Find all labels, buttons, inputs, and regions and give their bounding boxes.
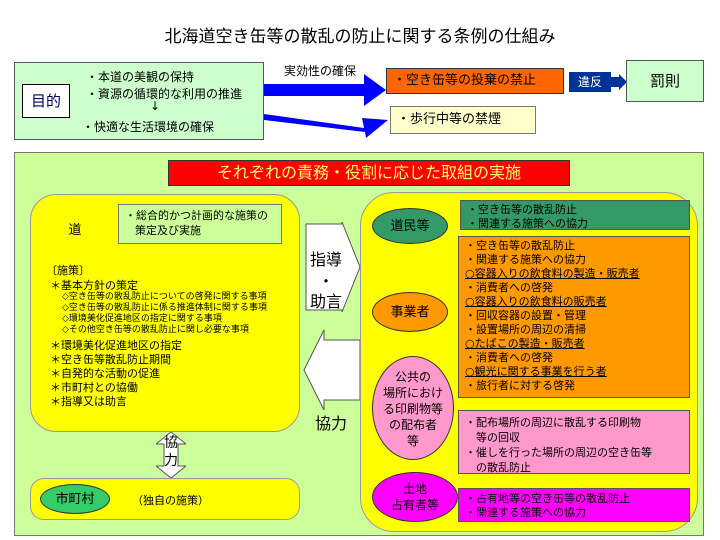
measure-item: ＊指導又は助言	[50, 395, 127, 408]
land-occupant-duties: ・占有地等の空き缶等の散乱防止 ・関連する施策への協力	[458, 488, 690, 522]
walking-smoking-box: ・歩行中等の禁煙	[390, 106, 536, 134]
prefecture-desc-line-1: ・総合的かつ計画的な施策の	[125, 209, 268, 222]
measure-item: ＊空き缶等散乱防止期間	[50, 353, 171, 366]
land-occupant-label-line: 占有者等	[390, 498, 439, 512]
distributor-label-line: る印刷物等	[382, 402, 443, 416]
cooperation-label: 協力	[314, 414, 347, 433]
distributor-duty: ・催しを行った場所の周辺の空き缶等	[465, 446, 652, 459]
business-category: ○観光に関する事業を行う者	[465, 365, 607, 378]
measure-subitem: ◇その他空き缶等の散乱防止に関し必要な事項	[62, 325, 249, 335]
distributor-label-line: の配布者	[388, 418, 437, 432]
business-duty: ・関連する施策への協力	[465, 253, 586, 266]
land-occupant-duty: ・関連する施策への協力	[465, 506, 586, 519]
measure-subitem: ◇空き缶等の散乱防止に係る推進体制に関する事項	[62, 303, 267, 313]
distributor-label-line: 場所におけ	[382, 386, 443, 400]
purpose-label: 目的	[22, 84, 70, 118]
municipality-desc: （独自の施策）	[132, 494, 209, 507]
distributor-label-line: 等	[406, 434, 419, 448]
land-occupant-duty: ・占有地等の空き缶等の散乱防止	[465, 492, 630, 505]
business-duty: ・設置場所の周辺の清掃	[465, 323, 586, 336]
business-category: ○容器入りの飲食料の販売者	[465, 295, 607, 308]
measure-subitem: ◇空き缶等の散乱防止についての啓発に関する事項	[62, 292, 267, 302]
penalty-box: 罰則	[626, 60, 704, 102]
business-duty: ・消費者への啓発	[465, 351, 553, 364]
residents-duty: ・空き缶等の散乱防止	[467, 203, 577, 216]
prefecture-desc-line-2: 策定及び実施	[135, 224, 201, 237]
guidance-label-3: 助言	[309, 292, 342, 311]
measure-subitem: ◇環境美化促進地区の指定に関する事項	[62, 314, 222, 324]
measure-item: ＊環境美化促進地区の指定	[50, 339, 182, 352]
effectiveness-label: 実効性の確保	[284, 64, 357, 78]
prohibition-box: ・空き缶等の投棄の禁止	[386, 68, 564, 94]
distributor-duty: の散乱防止	[465, 461, 531, 474]
purpose-down-arrow: ↓	[150, 99, 161, 113]
business-label: 事業者	[372, 292, 448, 332]
business-duty: ・旅行者に対する啓発	[465, 379, 575, 392]
measure-item: ＊基本方針の策定	[50, 279, 138, 292]
purpose-line-2: ・資源の循環的な利用の推進	[86, 87, 243, 101]
arrow-to-walking	[264, 114, 388, 138]
measures-title: 〔施策〕	[46, 264, 90, 277]
arrow-to-prohibition	[264, 74, 386, 106]
implementation-banner: それぞれの責務・役割に応じた取組の実施	[168, 160, 570, 186]
guidance-arrow	[305, 222, 361, 313]
distributor-label: 公共の 場所におけ る印刷物等 の配布者 等	[372, 356, 454, 460]
residents-duties: ・空き缶等の散乱防止 ・関連する施策への協力	[460, 200, 690, 230]
business-duties: ・空き缶等の散乱防止 ・関連する施策への協力 ○容器入りの飲食料の製造・販売者 …	[458, 236, 690, 398]
distributor-label-line: 公共の	[394, 370, 431, 384]
distributor-duty: 等の回収	[465, 431, 520, 444]
measure-item: ＊市町村との協働	[50, 381, 138, 394]
business-duty: ・回収容器の設置・管理	[465, 309, 586, 322]
business-duty: ・空き缶等の散乱防止	[465, 239, 575, 252]
guidance-label-1: 指導	[309, 250, 342, 269]
municipality-label: 市町村	[40, 484, 110, 514]
purpose-line-1: ・本道の美観の保持	[86, 70, 195, 84]
residents-duty: ・関連する施策への協力	[467, 217, 588, 230]
business-category: ○たばこの製造・販売者	[465, 337, 585, 350]
cooperation-vertical-1: 協	[164, 435, 178, 451]
effectiveness-arrows	[264, 74, 388, 138]
violation-arrow-icon	[611, 74, 627, 90]
distributor-duty: ・配布場所の周辺に散乱する印刷物	[465, 416, 641, 429]
prefecture-label: 道	[40, 208, 110, 248]
purpose-line-3: ・快適な生活環境の確保	[82, 120, 215, 134]
cooperation-vertical-2: 力	[164, 453, 178, 469]
cooperation-arrow	[303, 329, 361, 411]
business-duty: ・消費者への啓発	[465, 281, 553, 294]
middle-arrows	[303, 222, 361, 411]
prefecture-desc: ・総合的かつ計画的な施策の 策定及び実施	[118, 204, 282, 244]
distributor-duties: ・配布場所の周辺に散乱する印刷物 等の回収 ・催しを行った場所の周辺の空き缶等 …	[458, 410, 690, 474]
guidance-label-2: ・	[317, 272, 334, 291]
land-occupant-label-line: 土地	[402, 482, 427, 496]
residents-label: 道民等	[372, 208, 448, 244]
page-title: 北海道空き缶等の散乱の防止に関する条例の仕組み	[164, 27, 556, 47]
violation-label: 違反	[569, 72, 611, 92]
business-category: ○容器入りの飲食料の製造・販売者	[465, 267, 640, 280]
measure-item: ＊自発的な活動の促進	[50, 367, 160, 380]
cooperation-double-arrow	[156, 432, 186, 478]
land-occupant-label: 土地 占有者等	[372, 472, 458, 522]
